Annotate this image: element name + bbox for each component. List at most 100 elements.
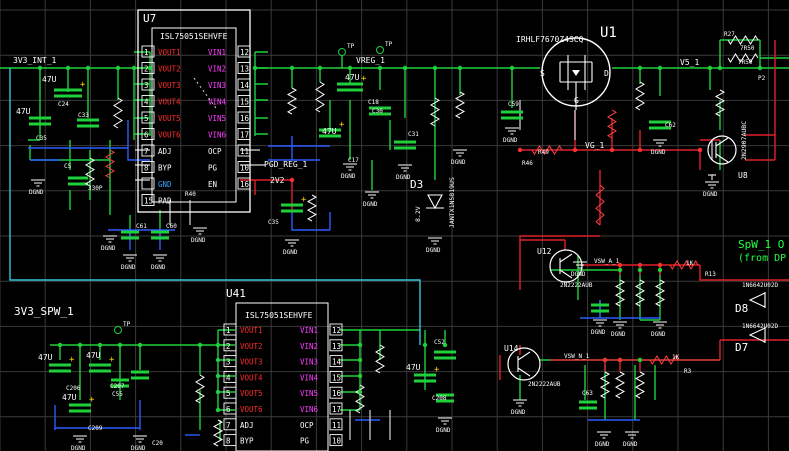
pin-box: [329, 434, 343, 447]
ground-icon: [193, 227, 207, 235]
u41-ref: U41: [226, 287, 246, 300]
c-label-330p: 330P: [88, 185, 103, 192]
pin-name: VOUT3: [158, 81, 181, 90]
c-label-c208: C208: [432, 395, 447, 402]
pin-name: ADJ: [158, 147, 172, 156]
c-label-47u-h: 47U: [406, 363, 421, 372]
capacitor-polarity: +: [80, 80, 86, 90]
pin-number: 16: [240, 114, 250, 123]
junction: [637, 65, 643, 71]
ground-label: DGND: [611, 331, 626, 338]
ground-icon: [103, 235, 117, 243]
r-label-r40: R40: [185, 191, 196, 198]
junction: [657, 267, 663, 273]
pin-name: VOUT4: [158, 98, 181, 107]
junction: [442, 342, 448, 348]
resistor: [595, 184, 605, 226]
junction: [137, 342, 143, 348]
u8-circle: [707, 135, 737, 165]
pin-number: 4: [226, 373, 231, 382]
pin-name: VOUT5: [240, 389, 263, 398]
pin-number: 15: [144, 197, 153, 206]
u1-d: D: [604, 69, 609, 78]
d7-ref: D7: [735, 341, 748, 354]
capacitor-polarity: +: [89, 395, 95, 405]
u12-part: 2N2222AUB: [560, 282, 593, 289]
junction: [637, 262, 643, 268]
pin-number: 8: [144, 164, 149, 173]
u7-body: [151, 27, 237, 203]
junction: [85, 65, 91, 71]
net-2v2: 2V2: [270, 176, 285, 185]
resistor: [286, 87, 298, 115]
u14-ref: U14: [504, 344, 519, 353]
resistor: [306, 194, 318, 222]
spw-note-line2: (from DP: [738, 253, 786, 264]
junction: [65, 65, 71, 71]
pin-name: BYP: [240, 437, 254, 446]
junction: [131, 65, 137, 71]
u8-transistor[interactable]: U8 2N2907AUBC: [707, 121, 748, 180]
pin-name: VOUT1: [240, 326, 263, 335]
junction: [197, 342, 203, 348]
junction: [697, 147, 703, 153]
ground-label: DGND: [651, 331, 666, 338]
r-label-r13: R13: [705, 271, 716, 278]
junction: [317, 65, 323, 71]
u1-g: G: [574, 96, 579, 105]
d7-diode[interactable]: D7 1N6642U02D: [735, 323, 779, 354]
pin-number: 2: [226, 342, 231, 351]
pin-box: [329, 339, 343, 352]
u12-transistor[interactable]: U12 2N2222AUB: [537, 247, 593, 289]
d8-diode[interactable]: D8 1N6642U02D: [735, 282, 779, 315]
pin-number: 4: [144, 98, 149, 107]
r-label-r46: R46: [522, 160, 533, 167]
junction: [432, 65, 438, 71]
u1-mosfet[interactable]: U1 IRHLF7670Z4SCQ S D G: [516, 25, 617, 110]
ground-icon: [505, 127, 519, 135]
pin-name: VIN6: [208, 131, 227, 140]
pin-number: 13: [332, 342, 341, 351]
ground-label: DGND: [451, 159, 466, 166]
junction: [637, 267, 643, 273]
ground-icon: [123, 254, 137, 262]
pin-number: 12: [332, 326, 341, 335]
resistor: [531, 145, 563, 155]
ground-icon: [31, 179, 45, 187]
c-label-c209: C209: [88, 425, 103, 432]
pin-number: 16: [240, 180, 250, 189]
c-label-c20: C20: [152, 440, 163, 447]
pin-number: 15: [240, 98, 249, 107]
pin-box: [141, 177, 155, 190]
u14-part: 2N2222AUB: [528, 381, 561, 388]
junction: [37, 65, 43, 71]
junction: [609, 147, 615, 153]
ground-icon: [343, 163, 357, 171]
pin-name: VIN1: [300, 326, 318, 335]
d3-diode[interactable]: D3 JANTX1N5819US 8.2V: [410, 177, 456, 228]
u41-right-pins: 12VIN113VIN214VIN315VIN416VIN517VIN611OC…: [300, 323, 343, 447]
testpoint-icon: [376, 46, 384, 54]
c-label-c207: C207: [110, 383, 125, 390]
resistor: [355, 384, 365, 414]
junction: [252, 65, 258, 71]
u14-circle: [507, 347, 541, 381]
d8-symbol-icon: [748, 292, 766, 308]
pin-box: [237, 45, 251, 58]
junction: [509, 65, 515, 71]
u8-symbol-icon: [715, 137, 729, 163]
wires-red: [240, 40, 789, 380]
u14-transistor[interactable]: U14 2N2222AUB: [504, 344, 561, 388]
testpoint-label: TP: [123, 321, 131, 328]
pin-box: [141, 128, 155, 140]
net-vg: VG_1: [585, 141, 604, 150]
junction: [97, 342, 103, 348]
c-label-c31: C31: [408, 131, 419, 138]
resistor: [195, 374, 205, 404]
resistor: [614, 279, 626, 307]
d7-part: 1N6642U02D: [742, 323, 779, 330]
